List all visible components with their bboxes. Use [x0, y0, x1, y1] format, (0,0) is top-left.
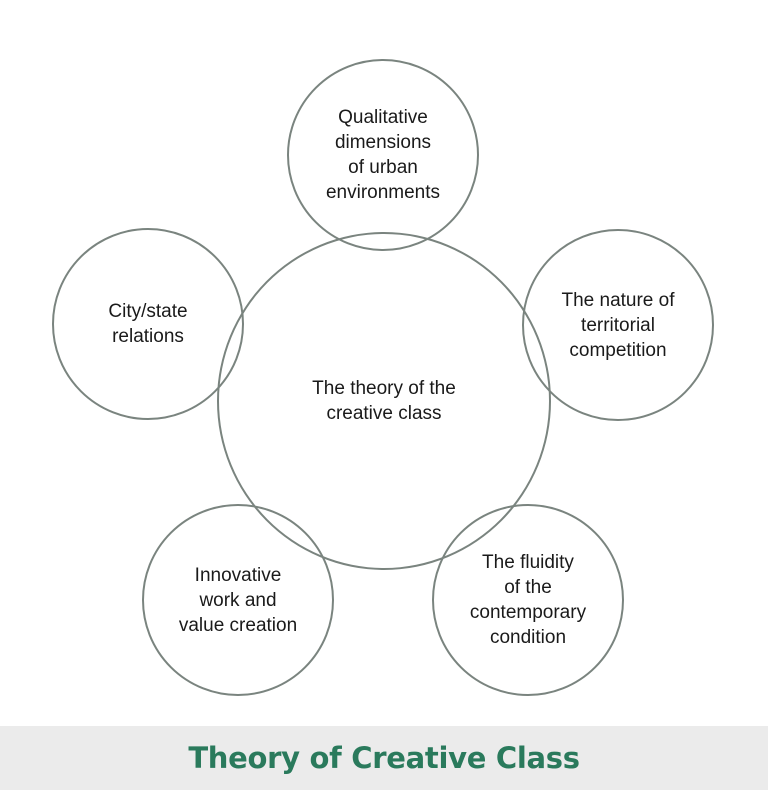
node-circle-bottom-right: The fluidity of the contemporary conditi… [432, 504, 624, 696]
node-circle-left: City/state relations [52, 228, 244, 420]
caption-band: Theory of Creative Class [0, 726, 768, 790]
node-circle-top: Qualitative dimensions of urban environm… [287, 59, 479, 251]
center-label: The theory of the creative class [312, 378, 456, 424]
node-label-top: Qualitative dimensions of urban environm… [325, 107, 441, 203]
node-circle-bottom-left: Innovative work and value creation [142, 504, 334, 696]
concept-diagram: The theory of the creative class Qualita… [52, 59, 714, 696]
node-label-bottom-left: Innovative work and value creation [178, 564, 298, 636]
node-label-bottom-right: The fluidity of the contemporary conditi… [469, 552, 587, 648]
center-circle: The theory of the creative class [217, 232, 551, 570]
node-label-left: City/state relations [108, 301, 188, 347]
node-label-right: The nature of territorial competition [561, 289, 675, 361]
caption-title: Theory of Creative Class [188, 741, 580, 775]
node-circle-right: The nature of territorial competition [522, 229, 714, 421]
